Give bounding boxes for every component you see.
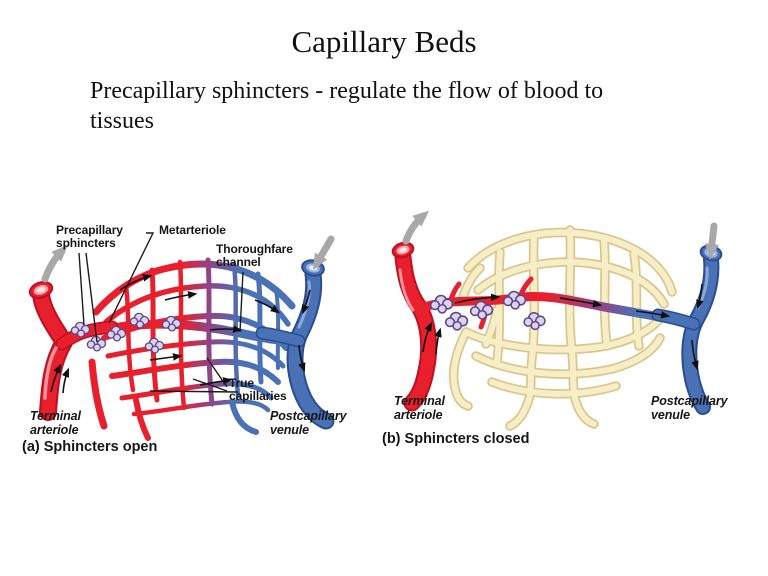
caption-sphincters-closed: (b) Sphincters closed	[382, 431, 530, 447]
callout-lines-a	[78, 232, 244, 393]
continuation-arrow-icon	[41, 245, 68, 283]
flow-arrows-a	[50, 274, 311, 394]
continuation-arrow-icon	[705, 222, 719, 260]
continuation-arrow-icon	[313, 235, 335, 270]
label-precapillary-sphincters: Precapillary sphincters	[56, 223, 123, 251]
postcapillary-venule-vessel-a	[255, 235, 335, 430]
caption-sphincters-open: (a) Sphincters open	[22, 439, 158, 455]
postcapillary-venule-vessel-b	[651, 222, 723, 415]
panel-a-illustration	[28, 232, 335, 441]
flow-arrows-b	[422, 283, 704, 371]
arteriole-opening-b	[391, 241, 415, 259]
arteriole-opening-a	[28, 281, 54, 299]
label-true-capillaries: True capillaries	[229, 376, 287, 404]
panel-b-illustration	[391, 210, 723, 426]
capillary-network-closed	[454, 230, 672, 426]
slide-title: Capillary Beds	[291, 24, 477, 59]
capillary-network-open	[88, 257, 303, 441]
continuation-arrow-icon	[402, 210, 430, 245]
label-thoroughfare-channel: Thoroughfare channel	[216, 242, 293, 270]
label-terminal-arteriole-b: Terminal arteriole	[394, 394, 445, 422]
label-metarteriole: Metarteriole	[159, 223, 226, 237]
slide-subtitle: Precapillary sphincters - regulate the f…	[90, 78, 604, 134]
label-postcapillary-venule-b: Postcapillary venule	[651, 394, 728, 422]
terminal-arteriole-vessel-b	[391, 210, 438, 412]
label-postcapillary-venule-a: Postcapillary venule	[270, 409, 347, 437]
terminal-arteriole-vessel-a	[28, 245, 119, 421]
label-terminal-arteriole-a: Terminal arteriole	[30, 409, 81, 437]
